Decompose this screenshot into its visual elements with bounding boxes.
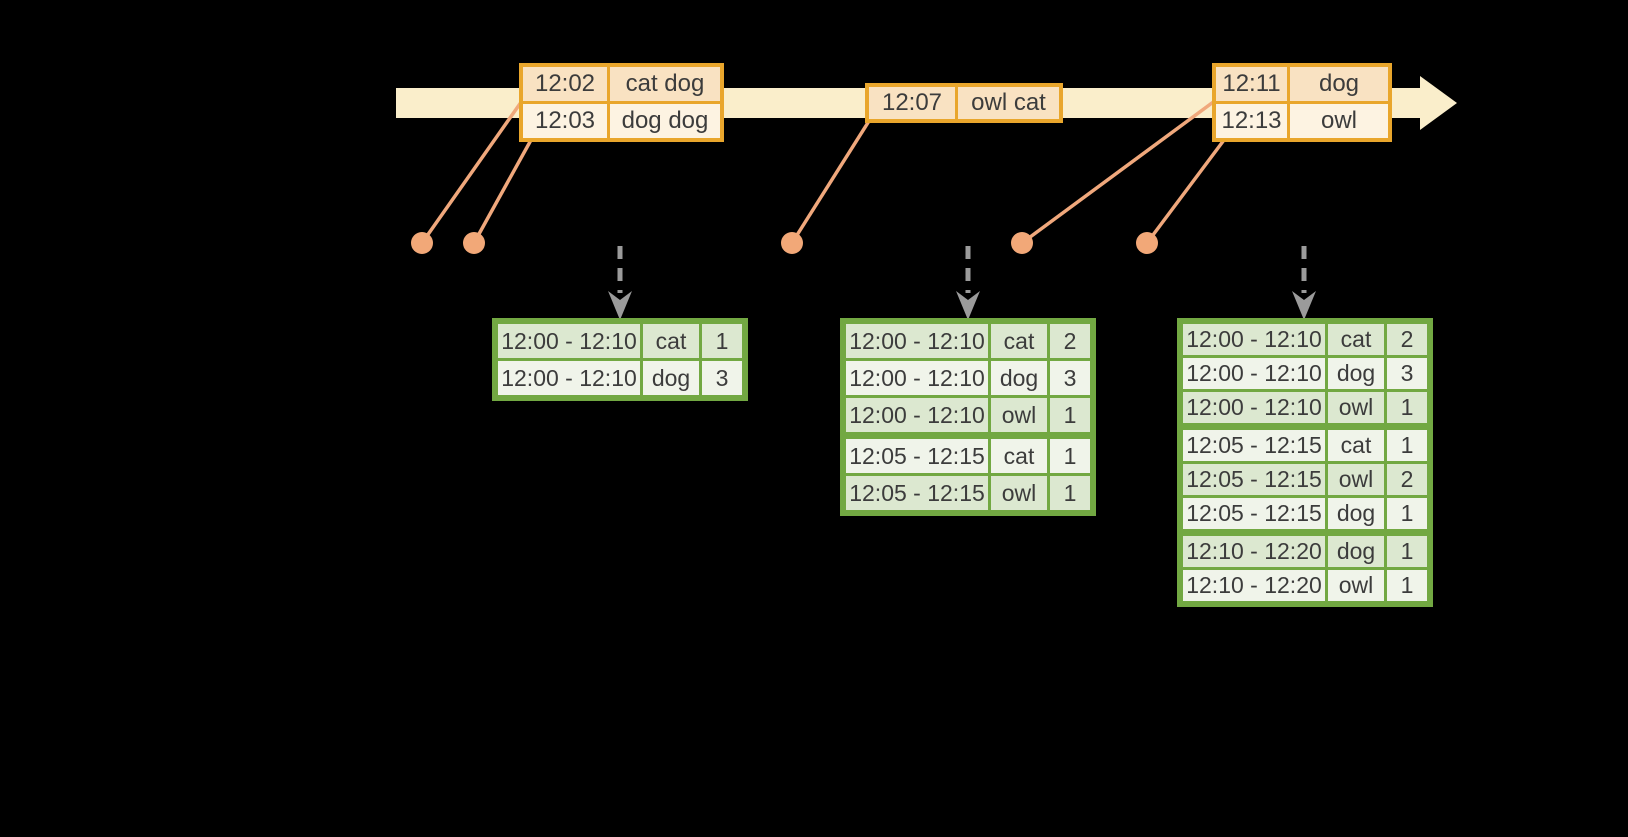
count-cell: 1 xyxy=(702,324,742,358)
event-words-cell: owl xyxy=(1290,104,1388,138)
result-row: 12:00 - 12:10 cat 2 xyxy=(1183,324,1427,355)
event-words-cell: dog xyxy=(1290,67,1388,101)
window-cell: 12:00 - 12:10 xyxy=(846,324,988,358)
word-cell: dog xyxy=(1328,498,1384,529)
window-cell: 12:05 - 12:15 xyxy=(1183,464,1325,495)
result-table-2: 12:00 - 12:10 cat 2 12:00 - 12:10 dog 3 … xyxy=(840,318,1096,516)
word-cell: cat xyxy=(991,439,1047,473)
result-row: 12:05 - 12:15 owl 1 xyxy=(846,476,1090,510)
count-cell: 3 xyxy=(1050,361,1090,395)
event-words-cell: cat dog xyxy=(610,67,720,101)
trigger-arrowhead-icon-2 xyxy=(956,291,980,320)
count-cell: 1 xyxy=(1387,536,1427,567)
word-cell: cat xyxy=(1328,324,1384,355)
event-row: 12:13 owl xyxy=(1216,104,1388,138)
result-row: 12:00 - 12:10 owl 1 xyxy=(1183,392,1427,423)
event-dot-3 xyxy=(781,232,803,254)
result-row: 12:00 - 12:10 dog 3 xyxy=(1183,358,1427,389)
word-cell: owl xyxy=(1328,570,1384,601)
count-cell: 2 xyxy=(1387,464,1427,495)
result-table-1: 12:00 - 12:10 cat 1 12:00 - 12:10 dog 3 xyxy=(492,318,748,401)
event-row: 12:07 owl cat xyxy=(869,87,1059,119)
result-row: 12:00 - 12:10 dog 3 xyxy=(498,361,742,395)
event-dot-2 xyxy=(463,232,485,254)
window-cell: 12:00 - 12:10 xyxy=(498,361,640,395)
event-dot-4 xyxy=(1011,232,1033,254)
count-cell: 1 xyxy=(1050,476,1090,510)
word-cell: dog xyxy=(991,361,1047,395)
event-dot-1 xyxy=(411,232,433,254)
event-row: 12:11 dog xyxy=(1216,67,1388,101)
count-cell: 2 xyxy=(1387,324,1427,355)
word-cell: owl xyxy=(1328,392,1384,423)
event-time-cell: 12:03 xyxy=(523,104,607,138)
count-cell: 1 xyxy=(1387,498,1427,529)
result-row: 12:10 - 12:20 dog 1 xyxy=(1183,536,1427,567)
count-cell: 1 xyxy=(1050,398,1090,432)
count-cell: 3 xyxy=(702,361,742,395)
word-cell: cat xyxy=(991,324,1047,358)
timeline-arrowhead-icon xyxy=(1420,76,1457,130)
result-row: 12:05 - 12:15 cat 1 xyxy=(1183,430,1427,461)
event-words-cell: dog dog xyxy=(610,104,720,138)
word-cell: owl xyxy=(1328,464,1384,495)
event-time-cell: 12:13 xyxy=(1216,104,1287,138)
result-row: 12:05 - 12:15 owl 2 xyxy=(1183,464,1427,495)
event-time-cell: 12:11 xyxy=(1216,67,1287,101)
event-table-1: 12:02 cat dog 12:03 dog dog xyxy=(519,63,724,142)
window-cell: 12:05 - 12:15 xyxy=(1183,430,1325,461)
word-cell: cat xyxy=(643,324,699,358)
result-row: 12:00 - 12:10 cat 2 xyxy=(846,324,1090,358)
event-row: 12:03 dog dog xyxy=(523,104,720,138)
word-cell: owl xyxy=(991,398,1047,432)
connector-line-2 xyxy=(472,139,533,244)
result-row: 12:00 - 12:10 cat 1 xyxy=(498,324,742,358)
event-table-3: 12:11 dog 12:13 owl xyxy=(1212,63,1392,142)
event-dot-5 xyxy=(1136,232,1158,254)
result-table-3: 12:00 - 12:10 cat 2 12:00 - 12:10 dog 3 … xyxy=(1177,318,1433,607)
count-cell: 1 xyxy=(1387,392,1427,423)
connector-line-3 xyxy=(790,120,871,244)
word-cell: dog xyxy=(1328,536,1384,567)
window-cell: 12:10 - 12:20 xyxy=(1183,570,1325,601)
count-cell: 3 xyxy=(1387,358,1427,389)
event-row: 12:02 cat dog xyxy=(523,67,720,101)
connector-line-4 xyxy=(1020,98,1218,245)
window-cell: 12:00 - 12:10 xyxy=(1183,358,1325,389)
connector-line-5 xyxy=(1145,138,1226,245)
word-cell: dog xyxy=(643,361,699,395)
window-cell: 12:00 - 12:10 xyxy=(498,324,640,358)
window-cell: 12:05 - 12:15 xyxy=(1183,498,1325,529)
word-cell: owl xyxy=(991,476,1047,510)
connector-line-1 xyxy=(420,96,526,245)
event-time-cell: 12:02 xyxy=(523,67,607,101)
result-row: 12:00 - 12:10 dog 3 xyxy=(846,361,1090,395)
word-cell: cat xyxy=(1328,430,1384,461)
trigger-arrowhead-icon-3 xyxy=(1292,291,1316,320)
count-cell: 1 xyxy=(1387,430,1427,461)
window-cell: 12:00 - 12:10 xyxy=(846,361,988,395)
trigger-arrowhead-icon-1 xyxy=(608,291,632,320)
event-words-cell: owl cat xyxy=(958,87,1059,119)
result-row: 12:05 - 12:15 dog 1 xyxy=(1183,498,1427,529)
count-cell: 2 xyxy=(1050,324,1090,358)
window-cell: 12:00 - 12:10 xyxy=(1183,392,1325,423)
result-row: 12:00 - 12:10 owl 1 xyxy=(846,398,1090,432)
window-cell: 12:10 - 12:20 xyxy=(1183,536,1325,567)
window-cell: 12:05 - 12:15 xyxy=(846,476,988,510)
window-cell: 12:00 - 12:10 xyxy=(1183,324,1325,355)
result-row: 12:05 - 12:15 cat 1 xyxy=(846,439,1090,473)
count-cell: 1 xyxy=(1050,439,1090,473)
result-row: 12:10 - 12:20 owl 1 xyxy=(1183,570,1427,601)
window-cell: 12:05 - 12:15 xyxy=(846,439,988,473)
event-time-cell: 12:07 xyxy=(869,87,955,119)
word-cell: dog xyxy=(1328,358,1384,389)
event-table-2: 12:07 owl cat xyxy=(865,83,1063,123)
count-cell: 1 xyxy=(1387,570,1427,601)
window-cell: 12:00 - 12:10 xyxy=(846,398,988,432)
